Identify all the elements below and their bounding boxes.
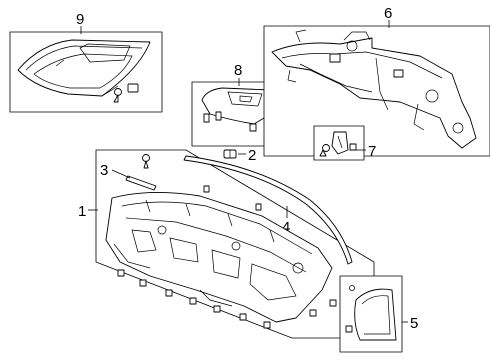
part-7-bracket [319,131,357,157]
part-1-clips [117,269,337,329]
callout-6: 6 [384,5,392,22]
part-9-screw [113,88,122,103]
callout-1: 1 [78,203,86,220]
part-9-lid [17,39,151,97]
part-1-instrument-panel [105,192,333,323]
part-4-trim-strip [183,155,353,265]
callout-4: 4 [282,219,290,236]
callout-2: 2 [248,147,256,164]
part-2-clip [223,149,237,159]
leader-3 [111,169,131,179]
part-5-side-cover [345,285,397,341]
callout-7: 7 [368,143,376,160]
part-6-beam [271,29,477,149]
callout-8: 8 [234,62,242,79]
callout-3: 3 [100,162,108,179]
part-9-clip [127,83,139,93]
part-3-pad [125,175,157,191]
part-3-screw [142,154,150,169]
callout-5: 5 [410,315,418,332]
callout-9: 9 [76,11,84,28]
